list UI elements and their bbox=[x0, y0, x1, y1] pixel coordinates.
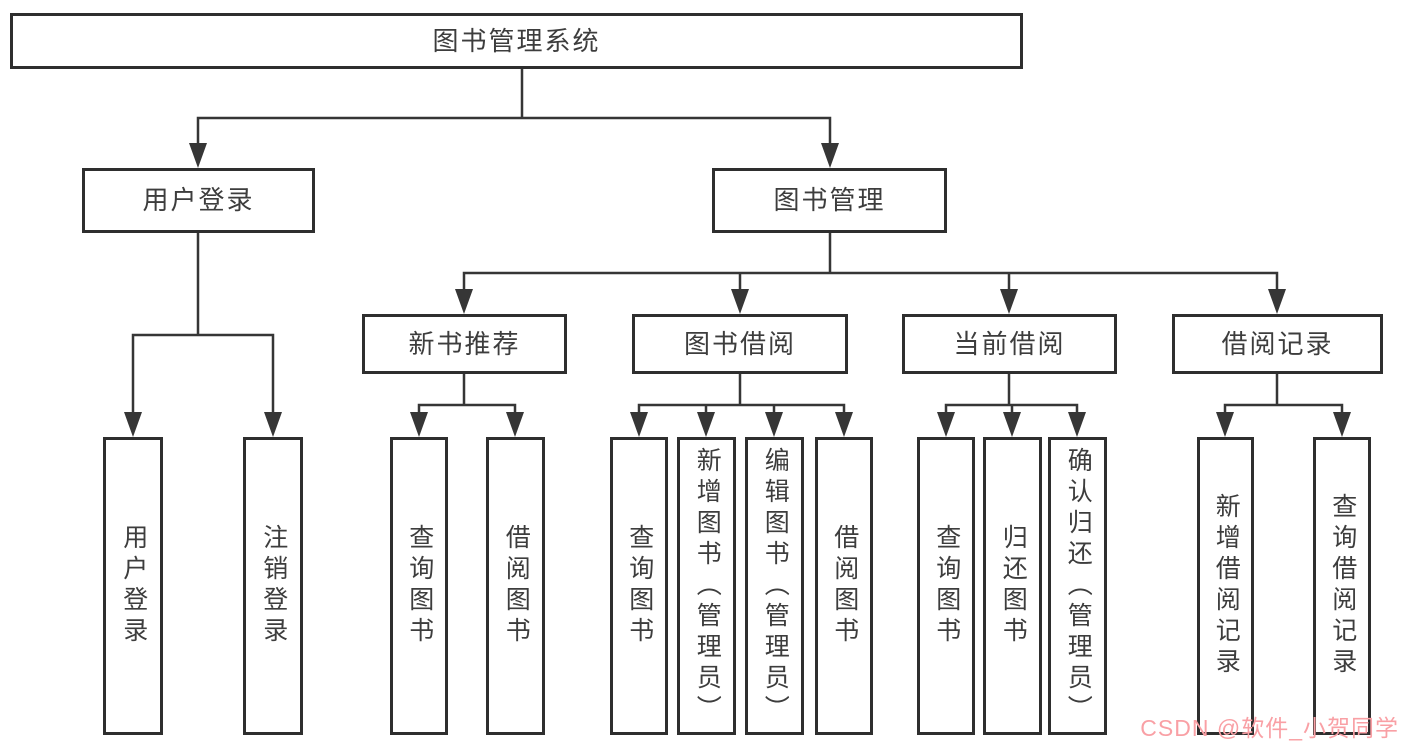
leaf-borrow-query-books: 查询图书 bbox=[610, 437, 668, 735]
node-book-borrow: 图书借阅 bbox=[632, 314, 848, 374]
leaf-borrow-add-books-admin: 新增图书（管理员） bbox=[677, 437, 736, 735]
csdn-watermark: CSDN @软件_小贺同学 bbox=[1140, 715, 1399, 741]
node-borrow-records: 借阅记录 bbox=[1172, 314, 1383, 374]
leaf-current-confirm-return-admin: 确认归还（管理员） bbox=[1048, 437, 1107, 735]
leaf-borrow-borrow-books: 借阅图书 bbox=[815, 437, 873, 735]
leaf-current-return-books: 归还图书 bbox=[983, 437, 1042, 735]
node-current-borrow: 当前借阅 bbox=[902, 314, 1117, 374]
node-user-login: 用户登录 bbox=[82, 168, 315, 233]
leaf-logout: 注销登录 bbox=[243, 437, 303, 735]
leaf-borrow-edit-books-admin: 编辑图书（管理员） bbox=[745, 437, 804, 735]
leaf-current-query-books: 查询图书 bbox=[917, 437, 975, 735]
leaf-newrec-query-books: 查询图书 bbox=[390, 437, 448, 735]
leaf-records-add-record: 新增借阅记录 bbox=[1197, 437, 1254, 735]
leaf-user-login: 用户登录 bbox=[103, 437, 163, 735]
node-new-book-recommend: 新书推荐 bbox=[362, 314, 567, 374]
leaf-newrec-borrow-books: 借阅图书 bbox=[486, 437, 545, 735]
leaf-records-query-record: 查询借阅记录 bbox=[1313, 437, 1371, 735]
node-book-management: 图书管理 bbox=[712, 168, 947, 233]
node-root: 图书管理系统 bbox=[10, 13, 1023, 69]
